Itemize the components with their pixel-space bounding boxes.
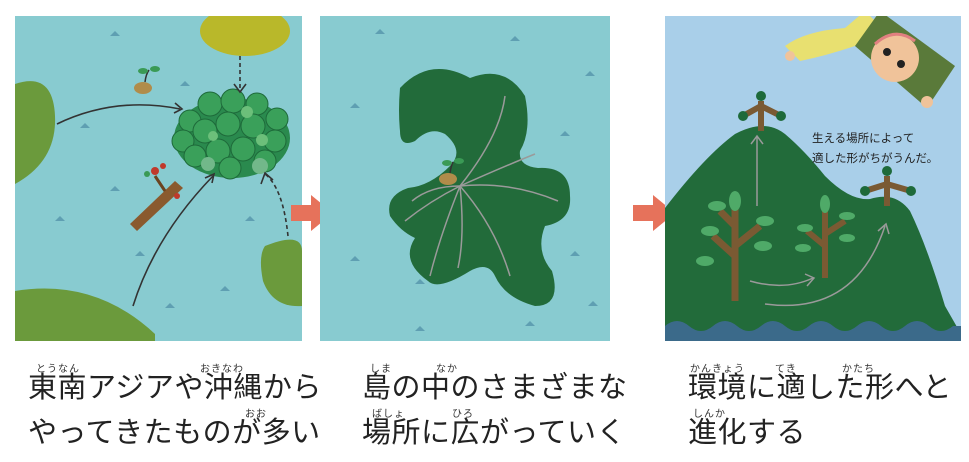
seedling-icon [439, 158, 464, 185]
wave-marks [350, 29, 598, 331]
ruby-katachi: かたち [842, 364, 875, 375]
panel-spreading [320, 16, 610, 341]
ruby-teki: てき [775, 364, 797, 375]
seedling-icon [134, 66, 160, 94]
ruby-okinawa: おきなわ [200, 364, 244, 375]
caption-panel-3-line-1: 環境に適した形へと [688, 370, 953, 404]
coast-bottom-left [15, 288, 155, 341]
sea-waves [665, 321, 961, 341]
coast-left [15, 81, 56, 184]
speech-line-1: 生える場所によって [812, 131, 915, 145]
arrow-right-icon [633, 195, 675, 235]
driftwood-icon [130, 163, 183, 231]
tree-icon [738, 91, 786, 131]
evolution-arrows [749, 134, 890, 307]
coast-top-yellow [200, 16, 290, 56]
ruby-basho: ばしょ [372, 409, 405, 420]
caption-panel-2-line-2: 場所に広がっていく [362, 415, 627, 449]
mountain-island [665, 126, 961, 334]
panel-evolution [665, 16, 961, 341]
spread-arrows [404, 95, 559, 277]
ruby-naka: なか [436, 364, 458, 375]
migration-arrows [56, 56, 289, 307]
caption-panel-1-line-1: 東南アジアや沖縄から [28, 370, 322, 404]
forest-island-icon [171, 88, 290, 180]
tree-icon [696, 191, 774, 301]
caption-panel-2-line-1: 島の中のさまざまな [362, 370, 628, 404]
arrow-right-icon [291, 195, 333, 235]
caption-panel-3-line-2: 進化する [688, 415, 807, 449]
speech-line-2: 適した形がちがうんだ。 [812, 151, 939, 165]
speech-bubble: 生える場所によって 適した形がちがうんだ。 [812, 128, 938, 168]
tree-icon [860, 166, 916, 206]
panel-arrival [15, 16, 302, 341]
ruby-shima: しま [370, 364, 392, 375]
island-shape [389, 69, 571, 306]
character-illustration [785, 16, 955, 108]
coast-right [260, 239, 302, 307]
ruby-ooi: おお [245, 409, 267, 420]
ruby-hiro: ひろ [452, 409, 474, 420]
tree-icon [795, 195, 855, 278]
ruby-kankyou: かんきょう [690, 364, 745, 375]
caption-panel-1-line-2: やってきたものが多い [28, 415, 321, 449]
ruby-tounan: とうなん [36, 364, 80, 375]
ruby-shinka: しんか [693, 409, 726, 420]
